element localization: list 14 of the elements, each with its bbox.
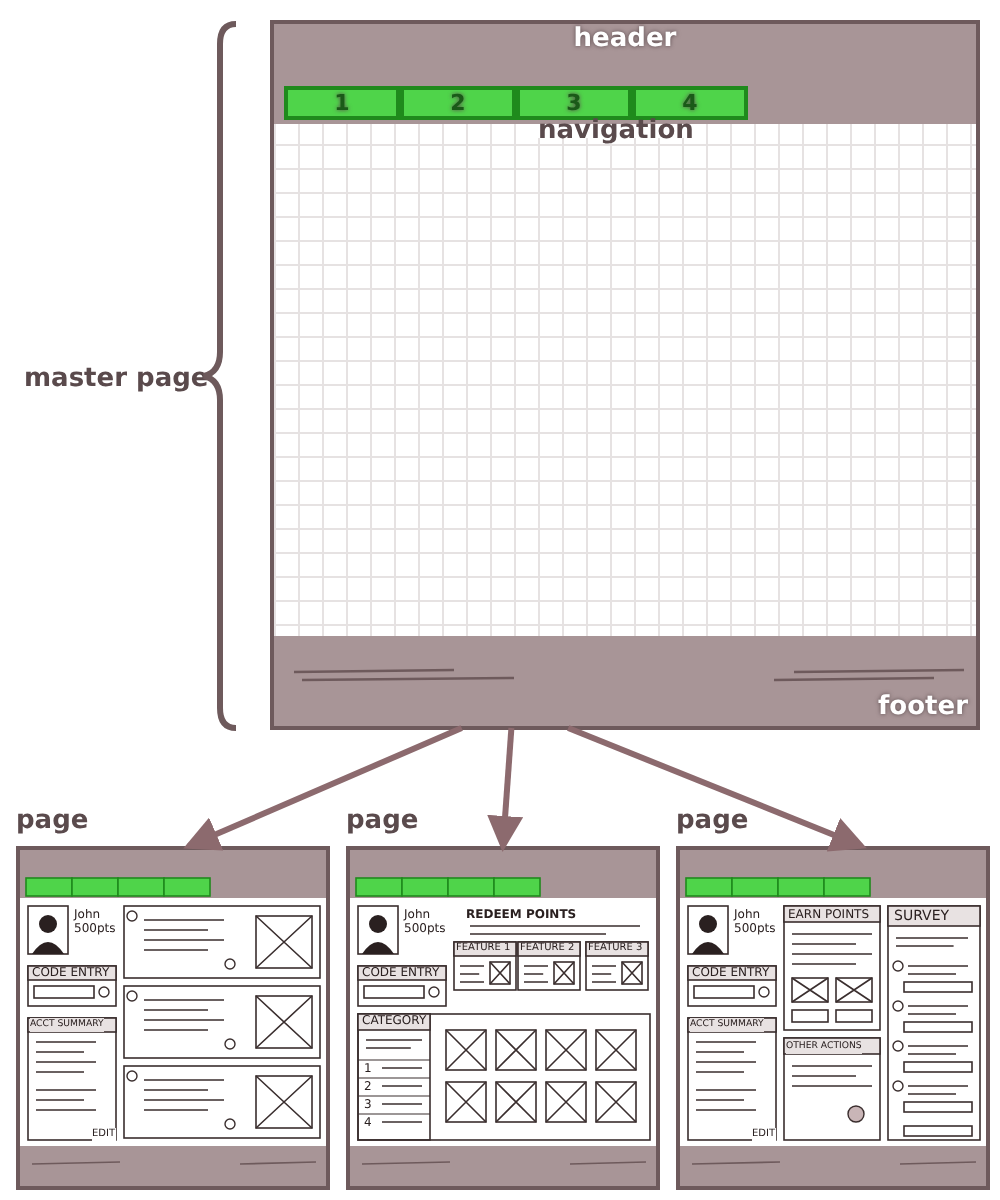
footer-label: footer [878,692,968,722]
footer-band [274,636,976,726]
navigation-tab: 3 [516,86,632,120]
page-label: page [676,806,749,836]
master-page-label: master page [24,364,209,394]
navigation-tab: 2 [400,86,516,120]
arrow [183,725,463,851]
navigation-tab: 1 [284,86,400,120]
page-label: page [346,806,419,836]
navigation-tab: 4 [632,86,748,120]
arrow [567,725,867,852]
arrow [487,727,524,852]
header-label: header [573,24,677,54]
page-label: page [16,806,89,836]
